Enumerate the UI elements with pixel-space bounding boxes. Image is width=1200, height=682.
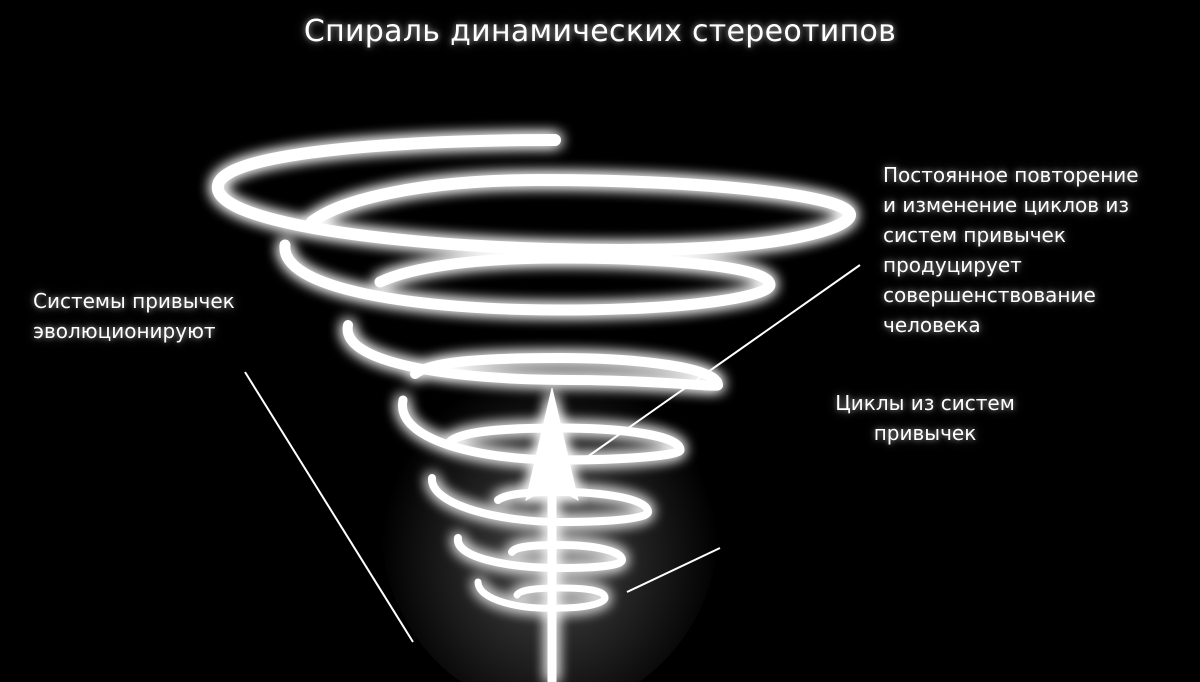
label-line: совершенствование: [883, 283, 1096, 307]
pointer-line-improvement: [579, 264, 861, 463]
pointer-lines: [244, 264, 861, 643]
pointer-line-evolve: [244, 371, 414, 643]
label-line: Циклы из систем: [835, 391, 1015, 415]
up-arrow: [525, 387, 579, 682]
label-line: продуцирует: [883, 253, 1022, 277]
label-line: эволюционируют: [33, 319, 216, 343]
label-line: и изменение циклов из: [883, 193, 1129, 217]
label-line: систем привычек: [883, 223, 1066, 247]
label-evolve: Системы привычек эволюционируют: [33, 286, 235, 346]
label-line: Системы привычек: [33, 289, 235, 313]
label-line: человека: [883, 313, 981, 337]
pointer-line-cycles: [626, 547, 721, 593]
spiral: [211, 134, 857, 612]
label-cycles: Циклы из систем привычек: [820, 388, 1030, 448]
label-line: привычек: [873, 421, 977, 445]
label-line: Постоянное повторение: [883, 163, 1139, 187]
label-improvement: Постоянное повторение и изменение циклов…: [883, 160, 1139, 340]
diagram-title: Спираль динамических стереотипов: [303, 14, 897, 49]
